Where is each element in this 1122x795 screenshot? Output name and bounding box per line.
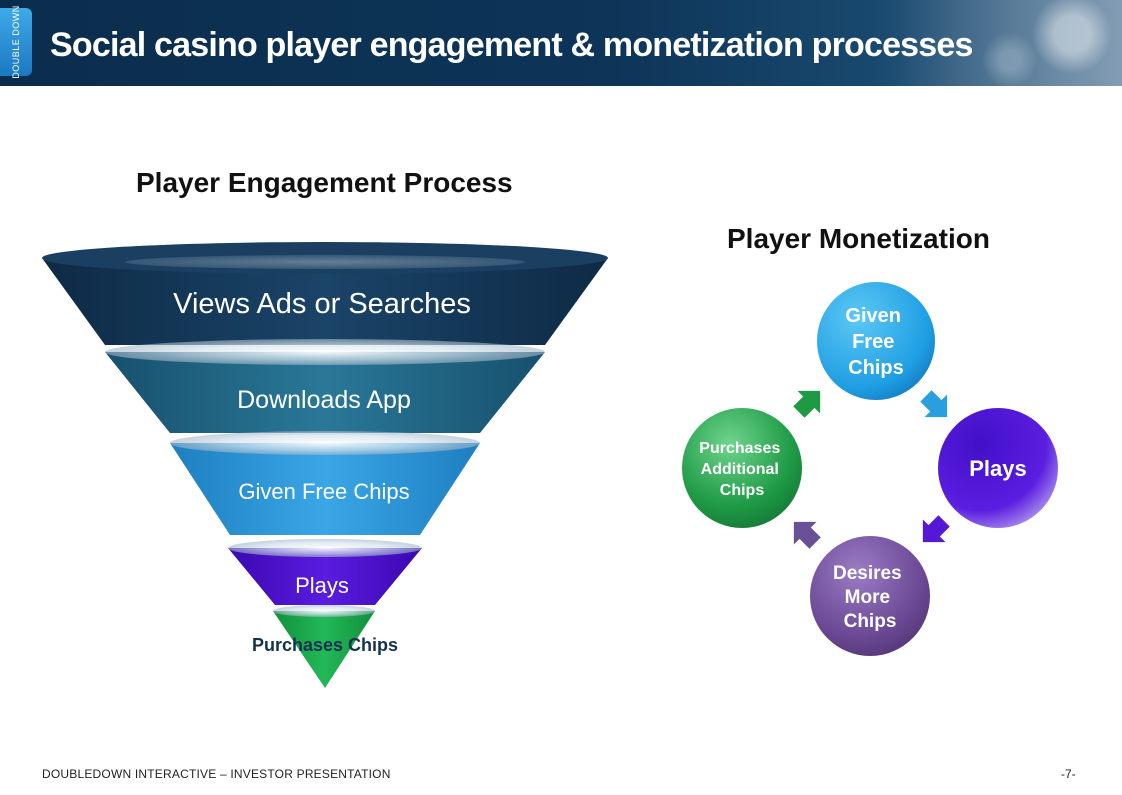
cycle-node-line: Additional bbox=[701, 461, 779, 478]
cycle-arrow-free-chips-to-plays-icon bbox=[920, 390, 948, 418]
funnel-label-given-free-chips: Given Free Chips bbox=[238, 479, 409, 504]
funnel-stage-rim bbox=[170, 431, 480, 455]
monetization-title: Player Monetization bbox=[727, 223, 990, 254]
funnel-label-plays: Plays bbox=[295, 573, 349, 598]
funnel-stage-body bbox=[273, 611, 375, 688]
cycle-node-line: Purchases bbox=[699, 440, 780, 457]
cycle-node-line: Desires bbox=[833, 563, 902, 584]
cycle-arrow-plays-to-desires-icon bbox=[922, 515, 950, 543]
cycle-node-circle bbox=[817, 282, 935, 400]
svg-text:Desires More Chips: Desires More Chips bbox=[833, 563, 907, 632]
cycle-node-circle bbox=[938, 408, 1058, 528]
funnel-label-purchases-chips: Purchases Chips bbox=[252, 635, 398, 655]
cycle-node-line: Chips bbox=[844, 611, 897, 632]
funnel-stage-plays: Plays bbox=[228, 539, 422, 605]
cycle-node-line: Plays bbox=[969, 456, 1027, 481]
cycle-arrow-desires-to-purchases-icon bbox=[793, 521, 821, 549]
cycle-node-line: More bbox=[845, 587, 890, 608]
funnel-label-downloads-app: Downloads App bbox=[237, 386, 411, 414]
cycle-node-circle bbox=[682, 408, 802, 528]
funnel-stage-body bbox=[42, 258, 608, 345]
header-banner: DOUBLE DOWN Social casino player engagem… bbox=[0, 0, 1122, 86]
svg-text:Given Free Chips: Given Free Chips bbox=[845, 305, 906, 379]
doubledown-logo: DOUBLE DOWN bbox=[0, 5, 32, 79]
cycle-node-line: Chips bbox=[848, 357, 904, 379]
cycle-node-circle bbox=[810, 536, 930, 656]
page-number: -7- bbox=[1061, 767, 1076, 781]
svg-text:Purchases Additional: Purchases Additional Chips bbox=[699, 440, 784, 499]
cycle-node-given-free-chips: Given Free Chips bbox=[817, 282, 935, 400]
footer-text: DOUBLEDOWN INTERACTIVE – INVESTOR PRESEN… bbox=[42, 767, 391, 781]
funnel-stage-body bbox=[228, 548, 422, 605]
engagement-title: Player Engagement Process bbox=[136, 167, 513, 198]
funnel-stage-purchases-chips: Purchases Chips bbox=[252, 605, 398, 688]
funnel-stage-given-free-chips: Given Free Chips bbox=[170, 431, 480, 535]
cycle-node-desires-more-chips: Desires More Chips bbox=[810, 536, 930, 656]
cycle-node-plays: Plays bbox=[938, 408, 1058, 528]
funnel-stage-rim bbox=[273, 605, 375, 617]
page-title: Social casino player engagement & moneti… bbox=[50, 26, 973, 64]
funnel-stage-body bbox=[105, 352, 545, 433]
cycle-node-line: Chips bbox=[720, 482, 765, 499]
cycle-node-line: Free bbox=[852, 331, 894, 353]
cycle-arrow-purchases-to-free-chips-icon bbox=[793, 390, 821, 418]
funnel-stage-views-ads: Views Ads or Searches bbox=[42, 242, 608, 345]
funnel-stage-rim bbox=[228, 539, 422, 557]
funnel-stage-highlight bbox=[125, 255, 525, 269]
funnel-stage-rim bbox=[105, 339, 545, 365]
cycle-node-purchases-additional-chips: Purchases Additional Chips bbox=[682, 408, 802, 528]
funnel-stage-body bbox=[170, 443, 480, 535]
funnel-stage-downloads-app: Downloads App bbox=[105, 339, 545, 433]
funnel-label-views-ads: Views Ads or Searches bbox=[173, 288, 471, 320]
cycle-node-line: Given bbox=[845, 305, 901, 327]
header-decoration bbox=[872, 0, 1122, 86]
